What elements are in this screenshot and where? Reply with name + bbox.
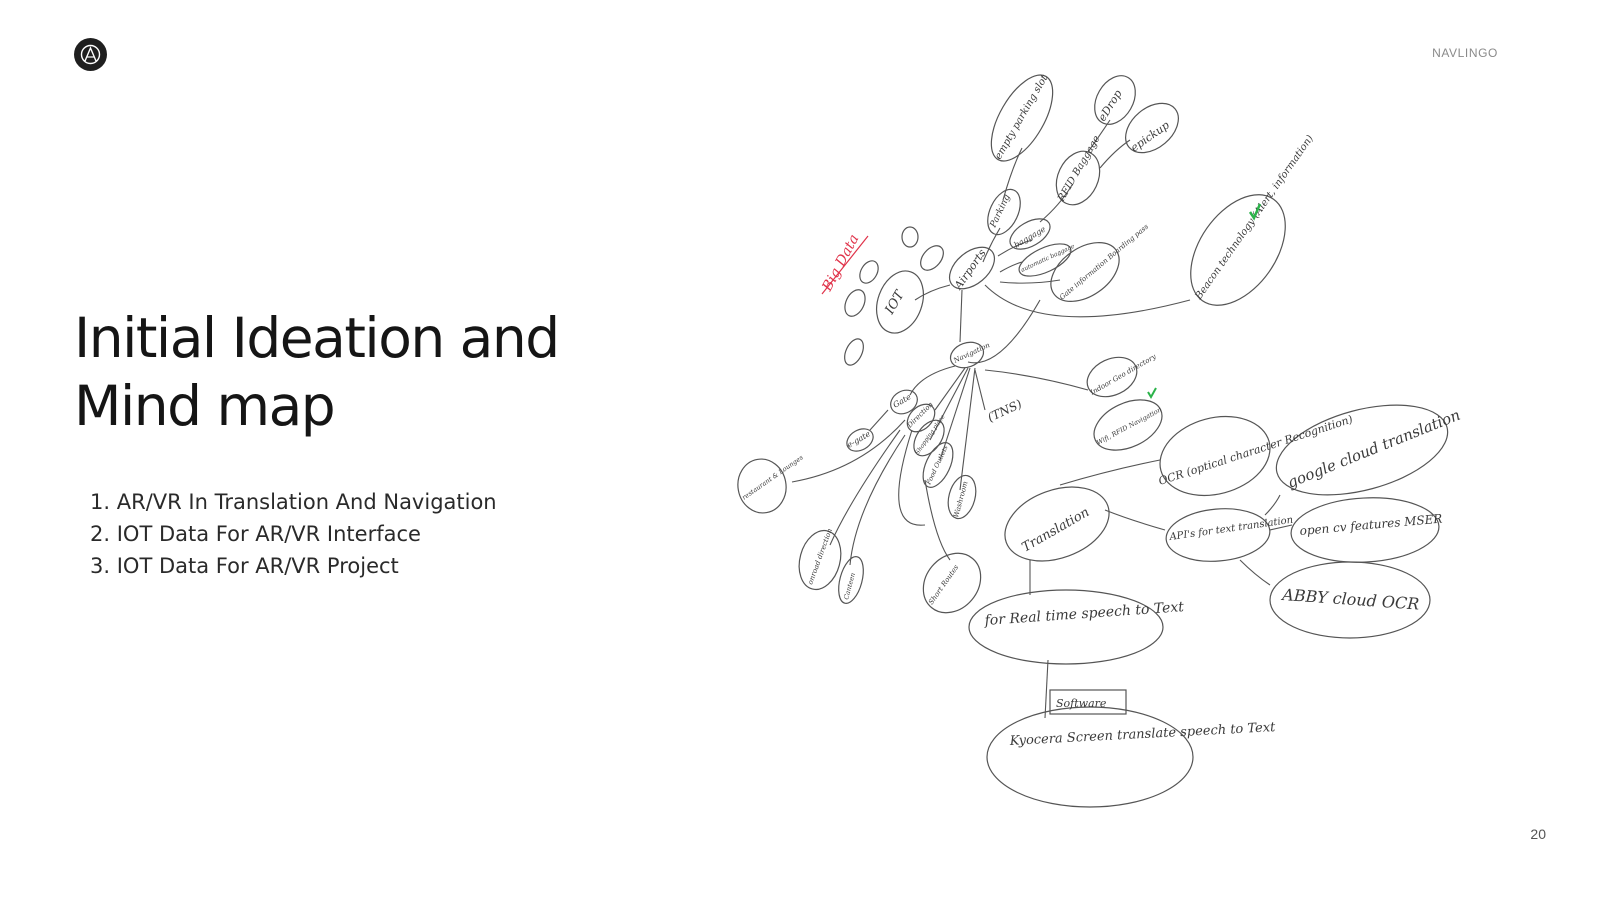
- logo-mark-icon: [80, 44, 101, 65]
- list-item: 1. AR/VR In Translation And Navigation: [90, 486, 497, 518]
- mind-map-label: Translation: [1020, 505, 1093, 556]
- list-text: AR/VR In Translation And Navigation: [116, 490, 497, 514]
- mind-map-label: Canteen: [842, 572, 857, 601]
- mind-map-label: Short Routes: [927, 563, 960, 606]
- mind-map-label: Gate information Boarding pass: [1058, 222, 1150, 301]
- list-text: IOT Data For AR/VR Interface: [116, 522, 421, 546]
- mind-map-label: Washroom: [952, 480, 969, 518]
- mind-map-label: Navigation: [952, 341, 992, 365]
- mind-map-sketch: Big Data IOT Airports Parking empty park…: [720, 60, 1480, 830]
- brand-name: NAVLINGO: [1432, 46, 1498, 60]
- mind-map-label: for Real time speech to Text: [983, 599, 1185, 629]
- mind-map-label: google cloud translation: [1285, 406, 1463, 492]
- mind-map-label: open cv features MSER: [1299, 512, 1443, 538]
- mind-map-label: Wifi, RFID Navigation: [1095, 406, 1163, 447]
- mind-map-label: Software: [1056, 697, 1107, 710]
- mind-map-label: Airports: [951, 247, 989, 293]
- mind-map-label: RFID Baggage: [1056, 134, 1103, 205]
- list-item: 3. IOT Data For AR/VR Project: [90, 550, 497, 582]
- list-number: 1.: [90, 490, 111, 514]
- mind-map-label: IOT: [882, 287, 908, 318]
- mind-map-label: eDrop: [1096, 88, 1125, 124]
- page-number: 20: [1530, 826, 1546, 842]
- list-number: 3.: [90, 554, 111, 578]
- mind-map-drawing: Big Data IOT Airports Parking empty park…: [737, 72, 1463, 808]
- mind-map-label: restaurant & Lounges: [741, 453, 806, 502]
- points-list: 1. AR/VR In Translation And Navigation 2…: [90, 486, 497, 582]
- logo: [74, 38, 107, 71]
- page-title: Initial Ideation and Mind map: [74, 304, 694, 440]
- list-number: 2.: [90, 522, 111, 546]
- list-text: IOT Data For AR/VR Project: [116, 554, 399, 578]
- mind-map-label: (TNS): [985, 397, 1024, 425]
- list-item: 2. IOT Data For AR/VR Interface: [90, 518, 497, 550]
- mind-map-label: Kyocera Screen translate speech to Text: [1008, 720, 1276, 749]
- mind-map-label: onroad direction: [806, 527, 834, 586]
- title-line-2: Mind map: [74, 374, 336, 438]
- mind-map-label: ABBY cloud OCR: [1280, 585, 1420, 614]
- title-line-1: Initial Ideation and: [74, 306, 560, 370]
- mind-map-label: Big Data: [819, 232, 863, 295]
- mind-map-label: epickup: [1128, 119, 1172, 155]
- mind-map-label: Parking: [988, 193, 1012, 230]
- mind-map-label: Indoor Geo directory: [1088, 352, 1158, 397]
- mind-map-label: Food Outlets: [924, 444, 950, 487]
